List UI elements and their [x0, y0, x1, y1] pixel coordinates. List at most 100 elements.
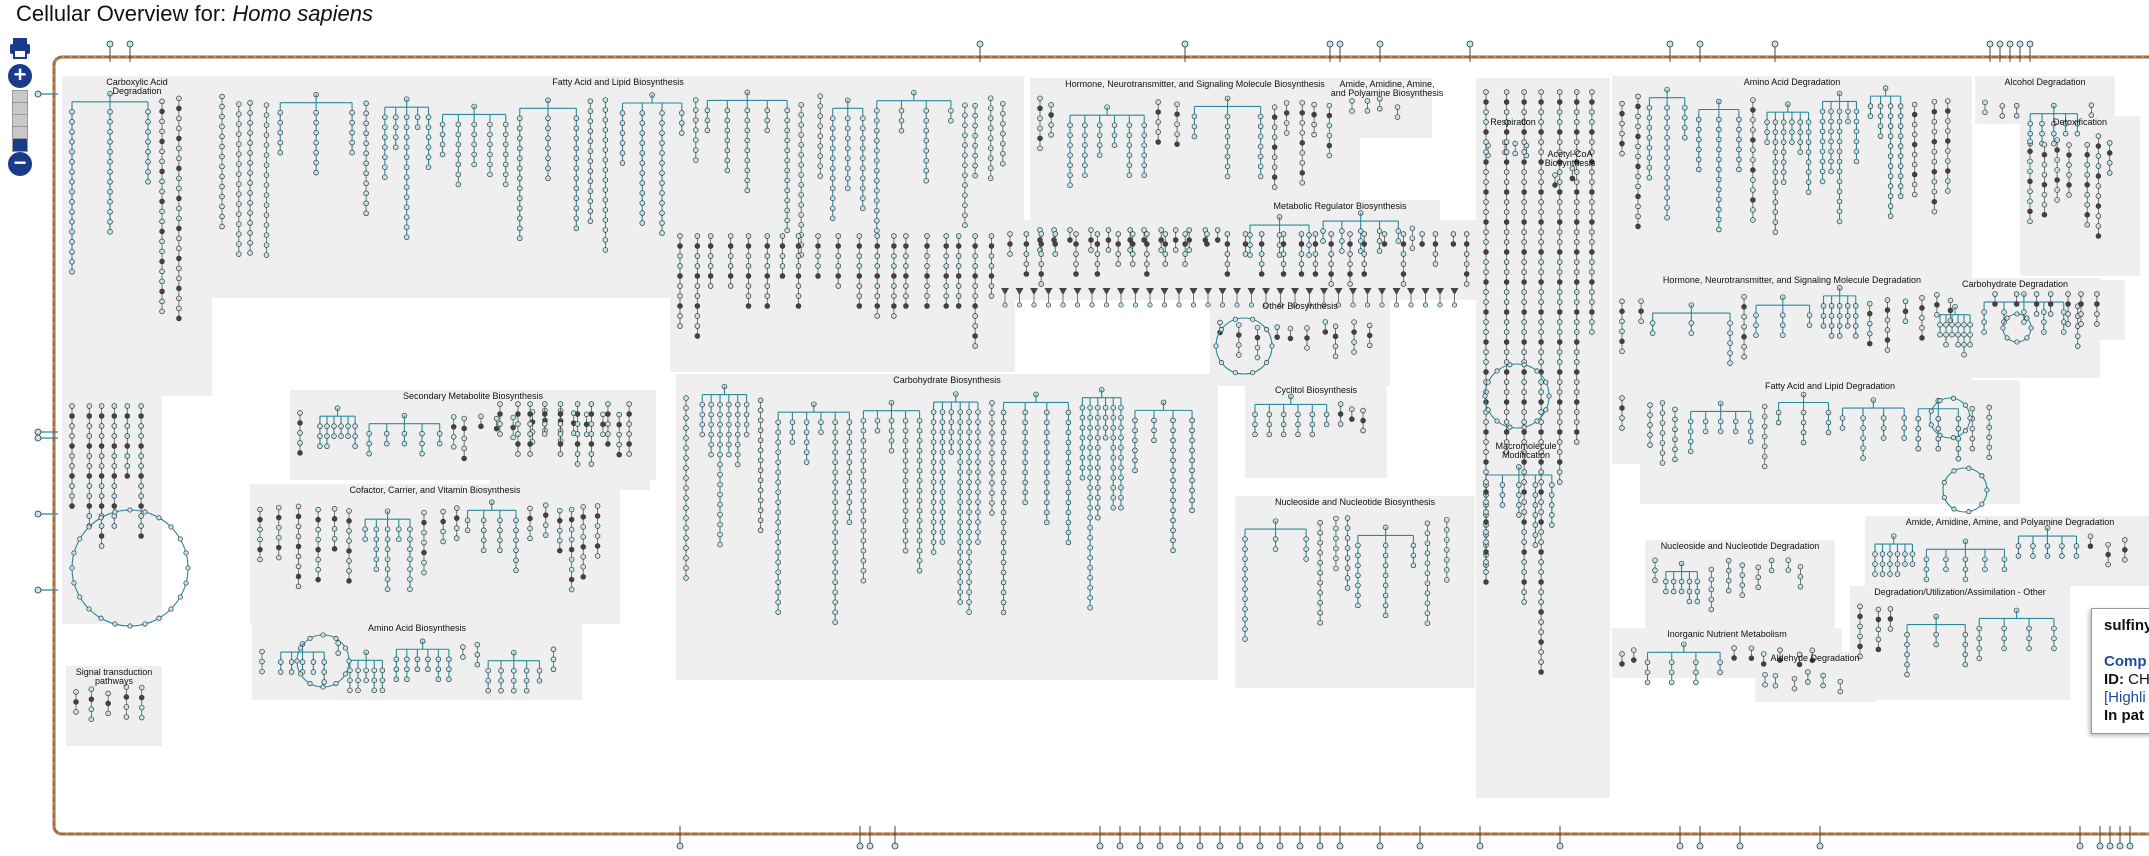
metabolite-node [764, 283, 771, 289]
metabolite-node [626, 401, 632, 407]
metabolite-node [1875, 616, 1882, 623]
metabolite-node [1483, 449, 1489, 455]
region-label: Hormone, Neurotransmitter, and Signaling… [1663, 275, 1921, 285]
metabolite-node [297, 645, 304, 651]
metabolite-node [446, 666, 452, 673]
metabolite-node [1023, 261, 1030, 267]
metabolite-node [1000, 439, 1007, 446]
tooltip-highlight-link[interactable]: [Highli [2104, 689, 2146, 706]
enzyme-marker [1436, 288, 1444, 295]
metabolite-node [1328, 241, 1334, 247]
tooltip-compound-link[interactable]: Comp [2104, 653, 2147, 670]
metabolite-node [156, 515, 162, 521]
metabolite-node [600, 411, 606, 418]
metabolite-node [345, 423, 351, 429]
metabolite-node [1073, 241, 1079, 247]
metabolite-node [1825, 409, 1832, 416]
metabolite-node [517, 195, 523, 202]
metabolite-node [347, 677, 353, 684]
metabolite-node [930, 409, 937, 415]
metabolite-node [439, 141, 446, 148]
metabolite-node [513, 557, 519, 564]
metabolite-node [1897, 103, 1904, 109]
metabolite-node [1538, 489, 1544, 495]
metabolite-node [743, 401, 750, 408]
metabolite-node [930, 419, 937, 425]
metabolite-node [295, 573, 302, 580]
metabolite-node [1377, 96, 1383, 102]
metabolite-node [1333, 565, 1339, 572]
metabolite-node [98, 413, 105, 419]
zoom-out-button[interactable]: − [8, 152, 32, 176]
metabolite-node [1521, 99, 1527, 105]
metabolite-node [989, 450, 995, 456]
metabolite-node [846, 509, 853, 515]
metabolite-node [1521, 559, 1527, 565]
zoom-in-button[interactable]: + [8, 64, 32, 88]
metabolite-node [497, 411, 503, 417]
metabolite-node [744, 157, 751, 164]
metabolite-node [955, 283, 962, 289]
metabolite-node [1037, 125, 1043, 132]
metabolite-node [1557, 399, 1563, 405]
metabolite-node [1326, 152, 1333, 159]
metabolite-node [1557, 469, 1563, 475]
metabolite-node [989, 440, 995, 446]
zoom-level-bar[interactable] [12, 138, 28, 152]
metabolite-node [1224, 271, 1231, 277]
metabolite-node [693, 137, 699, 143]
metabolite-node [2015, 543, 2022, 549]
metabolite-node [616, 441, 622, 448]
metabolite-node [1129, 251, 1136, 257]
metabolite-node [1806, 322, 1813, 328]
metabolite-node [159, 308, 165, 315]
metabolite-node [1444, 517, 1450, 523]
metabolite-node [1836, 208, 1843, 215]
metabolite-node [107, 189, 113, 195]
print-icon[interactable] [8, 36, 32, 60]
metabolite-node [957, 549, 963, 555]
metabolite-node [1672, 456, 1678, 463]
metabolite-node [1162, 251, 1169, 257]
metabolite-node [1355, 542, 1361, 549]
metabolite-node [832, 489, 838, 495]
metabolite-node [2027, 198, 2033, 205]
metabolite-node [1037, 115, 1043, 122]
metabolite-node [176, 145, 182, 152]
metabolite-node [1087, 484, 1093, 491]
enzyme-marker [1247, 288, 1256, 295]
metabolite-node [1172, 227, 1179, 233]
transporter-node [2116, 842, 2124, 850]
metabolite-node [543, 512, 549, 518]
metabolite-node [331, 423, 337, 429]
metabolite-node [943, 263, 949, 269]
metabolite-node [1732, 428, 1739, 435]
metabolite-node [69, 129, 75, 135]
metabolite-node [1503, 169, 1510, 175]
metabolite-node [363, 100, 369, 107]
metabolite-node [1797, 149, 1804, 155]
metabolite-node [2051, 645, 2057, 652]
region-label: Aldehyde Degradation [1770, 653, 1859, 663]
metabolite-node [277, 119, 283, 126]
metabolite-node [346, 508, 352, 514]
metabolite-node [515, 421, 521, 427]
metabolite-node [962, 152, 968, 158]
metabolite-node [1853, 108, 1860, 115]
metabolite-node [2087, 543, 2094, 549]
transporter-node [1336, 40, 1344, 48]
metabolite-node [943, 243, 949, 249]
metabolite-node [1000, 100, 1006, 107]
metabolite-node [557, 411, 564, 417]
metabolite-node [1659, 430, 1666, 436]
metabolite-node [779, 233, 786, 239]
metabolite-node [69, 443, 75, 449]
metabolite-node [1038, 241, 1044, 247]
metabolite-node [574, 431, 581, 437]
metabolite-node [1696, 136, 1702, 143]
metabolite-node [1717, 659, 1723, 666]
metabolite-node [1170, 457, 1176, 464]
metabolite-node [1306, 302, 1313, 308]
metabolite-node [1933, 641, 1939, 648]
